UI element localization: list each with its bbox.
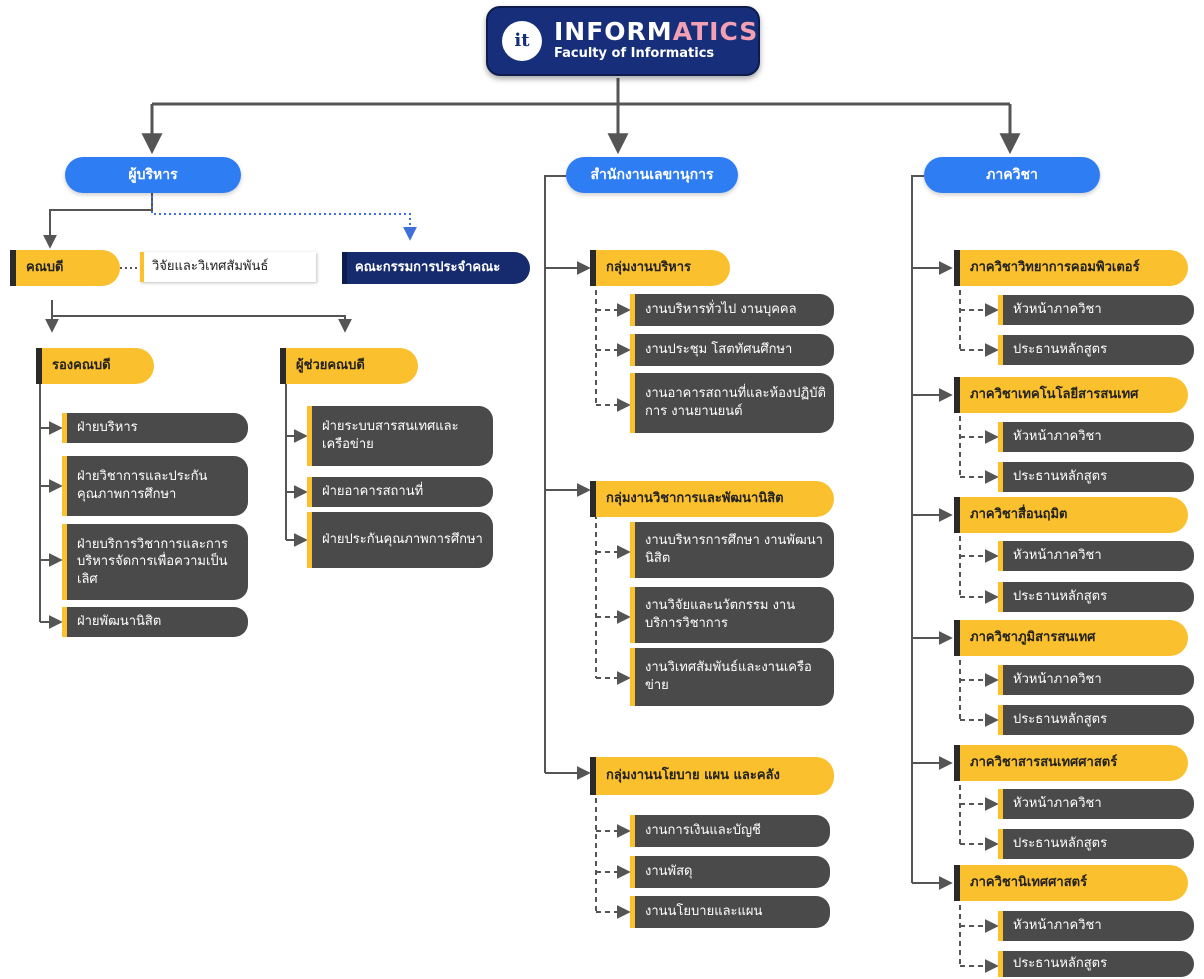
program-chair: ประธานหลักสูตร bbox=[998, 951, 1194, 977]
logo-subtitle: Faculty of Informatics bbox=[554, 46, 715, 62]
department-node: ภาควิชานิเทศศาสตร์ bbox=[954, 865, 1188, 901]
office-item: งานอาคารสถานที่และห้องปฏิบัติการ งานยานย… bbox=[630, 373, 834, 433]
vice-dean-node: รองคณบดี bbox=[36, 348, 154, 384]
department-head: หัวหน้าภาควิชา bbox=[998, 665, 1194, 695]
dean-node: คณบดี bbox=[10, 250, 120, 286]
assistant-dean-node: ผู้ช่วยคณบดี bbox=[280, 348, 418, 384]
office-group: กลุ่มงานบริหาร bbox=[590, 250, 730, 286]
vice-dean-item: ฝ่ายพัฒนานิสิต bbox=[62, 607, 248, 637]
program-chair: ประธานหลักสูตร bbox=[998, 462, 1194, 492]
department-node: ภาควิชาเทคโนโลยีสารสนเทศ bbox=[954, 377, 1188, 413]
office-item: งานวิเทศสัมพันธ์และงานเครือข่าย bbox=[630, 648, 834, 706]
office-group: กลุ่มงานวิชาการและพัฒนานิสิต bbox=[590, 481, 834, 517]
departments-node: ภาควิชา bbox=[924, 157, 1100, 193]
department-node: ภาควิชาวิทยาการคอมพิวเตอร์ bbox=[954, 250, 1188, 286]
vice-dean-item: ฝ่ายวิชาการและประกันคุณภาพการศึกษา bbox=[62, 456, 248, 516]
office-item: งานวิจัยและนวัตกรรม งานบริการวิชาการ bbox=[630, 587, 834, 643]
faculty-logo: it INFORMATICS Faculty of Informatics bbox=[486, 6, 760, 76]
department-head: หัวหน้าภาควิชา bbox=[998, 422, 1194, 452]
program-chair: ประธานหลักสูตร bbox=[998, 829, 1194, 859]
executives-node: ผู้บริหาร bbox=[65, 157, 241, 193]
department-head: หัวหน้าภาควิชา bbox=[998, 541, 1194, 571]
program-chair: ประธานหลักสูตร bbox=[998, 705, 1194, 735]
committee-node: คณะกรรมการประจำคณะ bbox=[342, 252, 530, 284]
office-item: งานนโยบายและแผน bbox=[630, 896, 830, 928]
office-item: งานบริหารการศึกษา งานพัฒนานิสิต bbox=[630, 522, 834, 578]
department-node: ภาควิชาภูมิสารสนเทศ bbox=[954, 620, 1188, 656]
logo-title: INFORMATICS bbox=[554, 17, 759, 47]
department-head: หัวหน้าภาควิชา bbox=[998, 295, 1194, 325]
office-item: งานประชุม โสตทัศนศึกษา bbox=[630, 334, 834, 366]
office-node: สำนักงานเลขานุการ bbox=[566, 157, 738, 193]
office-item: งานพัสดุ bbox=[630, 856, 830, 888]
program-chair: ประธานหลักสูตร bbox=[998, 335, 1194, 365]
assistant-dean-item: ฝ่ายระบบสารสนเทศและเครือข่าย bbox=[307, 406, 493, 466]
vice-dean-item: ฝ่ายบริการวิชาการและการบริหารจัดการเพื่อ… bbox=[62, 524, 248, 600]
office-group: กลุ่มงานนโยบาย แผน และคลัง bbox=[590, 757, 834, 795]
office-item: งานบริหารทั่วไป งานบุคคล bbox=[630, 294, 834, 326]
department-head: หัวหน้าภาควิชา bbox=[998, 789, 1194, 819]
department-head: หัวหน้าภาควิชา bbox=[998, 911, 1194, 941]
office-item: งานการเงินและบัญชี bbox=[630, 815, 830, 847]
vice-dean-item: ฝ่ายบริหาร bbox=[62, 413, 248, 443]
program-chair: ประธานหลักสูตร bbox=[998, 582, 1194, 612]
assistant-dean-item: ฝ่ายอาคารสถานที่ bbox=[307, 477, 493, 507]
it-logo-icon: it bbox=[502, 21, 542, 61]
assistant-dean-item: ฝ่ายประกันคุณภาพการศึกษา bbox=[307, 512, 493, 568]
research-node: วิจัยและวิเทศสัมพันธ์ bbox=[140, 252, 316, 282]
department-node: ภาควิชาสื่อนฤมิต bbox=[954, 497, 1188, 533]
department-node: ภาควิชาสารสนเทศศาสตร์ bbox=[954, 745, 1188, 781]
